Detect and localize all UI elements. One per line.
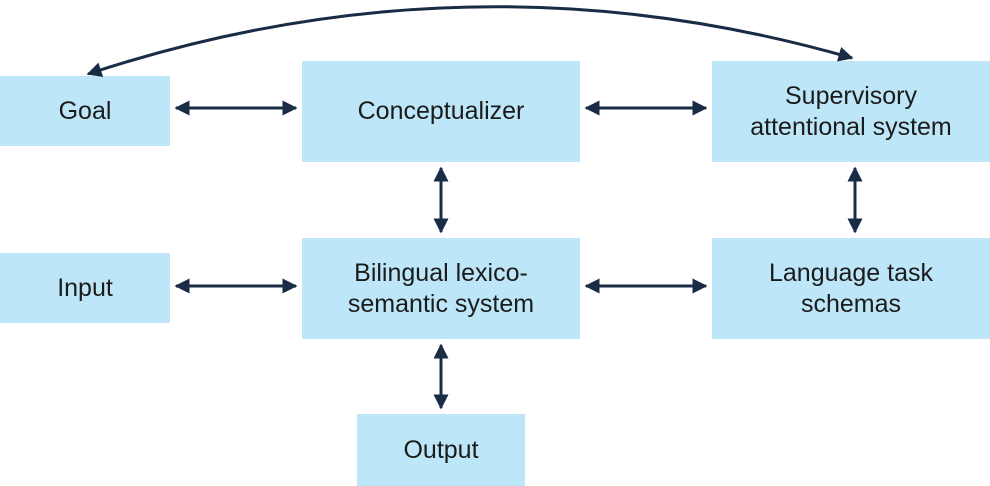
node-conceptualizer: Conceptualizer [302, 61, 580, 162]
node-supervisory-label: Supervisory attentional system [750, 81, 952, 141]
arrow-goal-supervisory-arc [86, 5, 854, 77]
node-language-task-schemas: Language task schemas [712, 238, 990, 339]
node-goal: Goal [0, 76, 170, 146]
node-input: Input [0, 253, 170, 323]
node-output-label: Output [403, 435, 479, 464]
node-supervisory-attentional-system: Supervisory attentional system [712, 61, 990, 162]
node-bilingual-lexico-semantic-system: Bilingual lexico- semantic system [302, 238, 580, 339]
node-lexico-label: Bilingual lexico- semantic system [347, 258, 535, 318]
node-goal-label: Goal [58, 96, 112, 125]
node-output: Output [357, 414, 525, 486]
node-conceptualizer-label: Conceptualizer [357, 97, 525, 125]
node-input-label: Input [57, 273, 113, 302]
node-schemas-label: Language task schemas [768, 258, 934, 318]
